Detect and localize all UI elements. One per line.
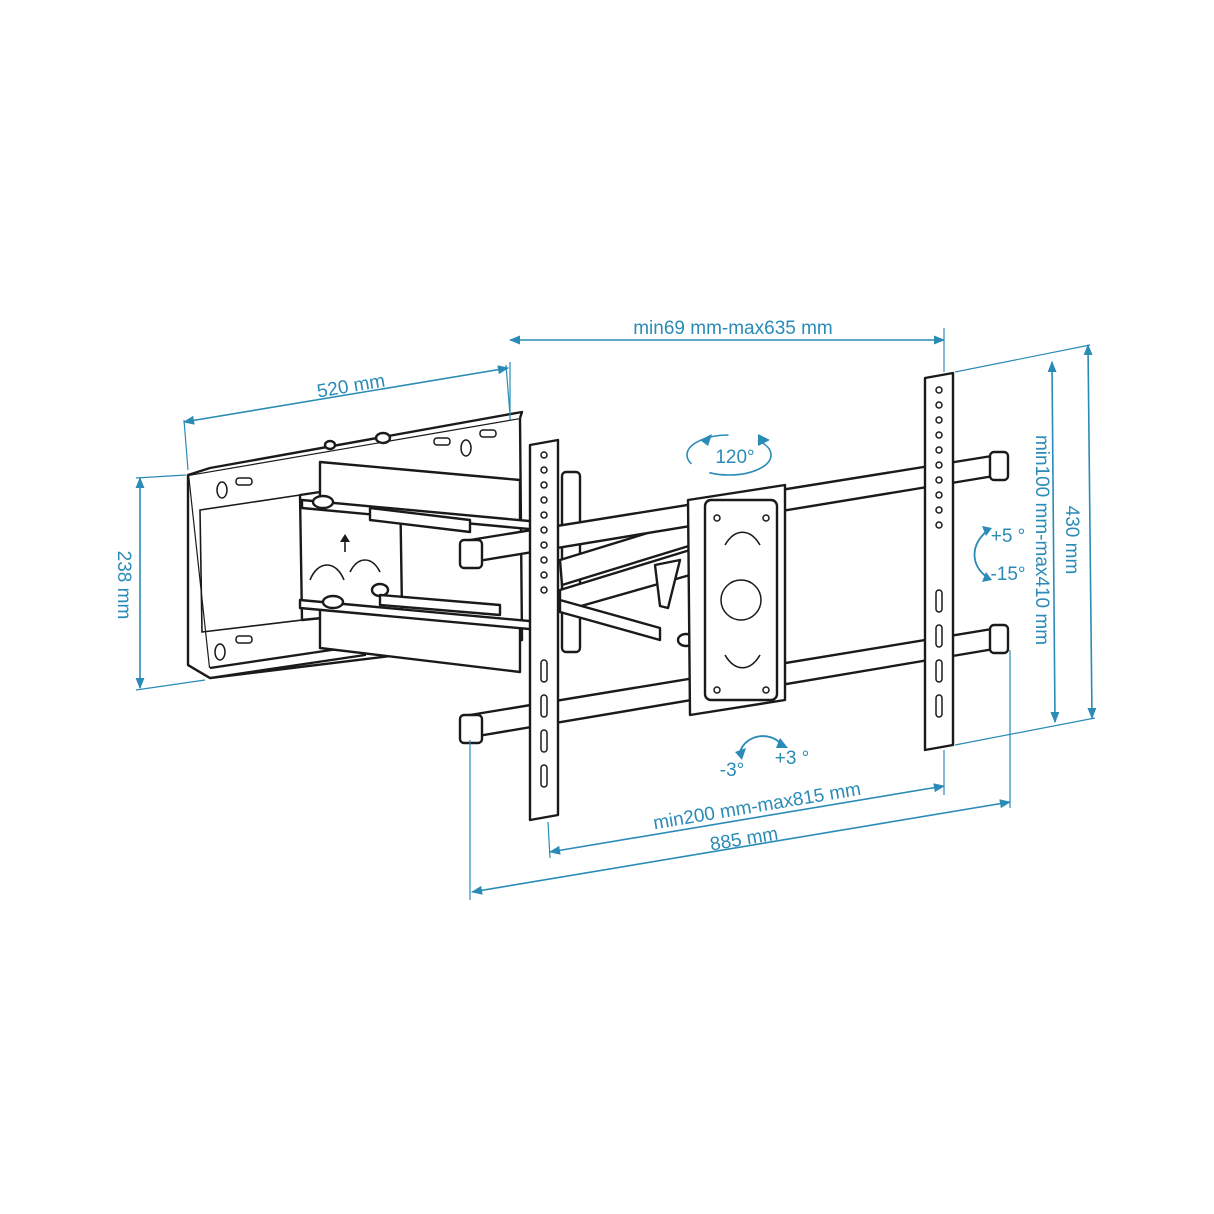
dimension-lines — [135, 328, 1097, 900]
label-tilt-up: +5 ° — [991, 526, 1026, 547]
pivot-column — [558, 470, 696, 654]
center-plate — [686, 483, 787, 717]
right-vertical-bracket — [923, 371, 955, 752]
label-520mm: 520 mm — [316, 371, 387, 403]
upper-arm — [300, 431, 542, 534]
up-arrow-icon — [340, 534, 350, 552]
level-arc-icon — [735, 735, 788, 760]
label-tilt-down: -15° — [990, 564, 1025, 585]
label-238mm: 238 mm — [113, 551, 134, 620]
label-430mm: 430 mm — [1061, 506, 1082, 575]
lower-arm — [298, 582, 542, 674]
label-vesa-vertical: min100 mm-max410 mm — [1031, 435, 1052, 645]
label-885mm: 885 mm — [709, 824, 780, 856]
left-bracket-holes — [540, 451, 548, 788]
right-bracket-holes — [935, 386, 943, 718]
label-extension: min69 mm-max635 mm — [633, 318, 833, 339]
tilt-arc-icon — [973, 526, 992, 582]
label-level-minus: -3° — [720, 760, 745, 781]
rotate-arrows-icon — [686, 434, 772, 476]
label-swivel: 120° — [715, 447, 754, 468]
left-vertical-bracket — [528, 438, 560, 822]
label-level-plus: +3 ° — [775, 748, 810, 769]
